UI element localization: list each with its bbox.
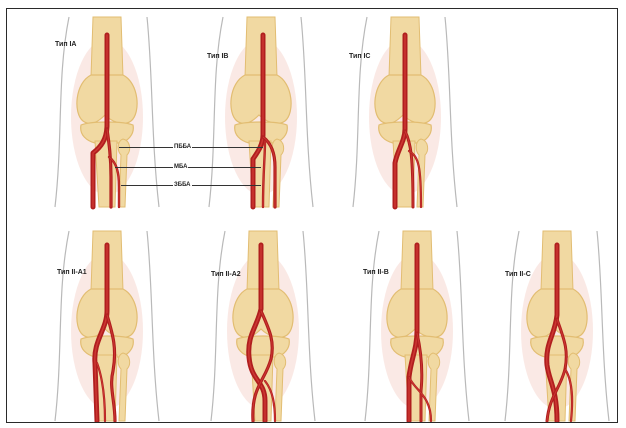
knee-illustration-iib [357,231,477,421]
panel-type-ib: Тип IB [201,17,321,207]
knee-illustration-iic [497,231,617,421]
knee-illustration-ic [345,17,465,207]
panel-label-ia: Тип IA [55,41,77,48]
knee-illustration-iia1 [47,231,167,421]
limb-outline-right [445,17,457,207]
panel-label-iia1: Тип II-A1 [57,269,87,276]
knee-illustration-iia2 [203,231,323,421]
limb-outline-left [55,231,69,421]
limb-outline-left [209,17,223,207]
panel-label-iic: Тип II-C [505,271,531,278]
limb-outline-right [597,231,609,421]
panel-type-ia: Тип IA [47,17,167,207]
limb-outline-left [505,231,519,421]
panel-label-ic: Тип IC [349,53,371,60]
limb-outline-left [211,231,225,421]
panel-type-ic: Тип IC [345,17,465,207]
limb-outline-right [147,231,159,421]
panel-type-iib: Тип II-B [357,231,477,421]
panel-type-iia1: Тип II-A1 [47,231,167,421]
panel-label-iib: Тип II-B [363,269,389,276]
limb-outline-right [457,231,469,421]
annotation-label-middle: МБА [173,163,188,171]
panel-type-iic: Тип II-C [497,231,617,421]
annotation-label-bottom: ЗББА [173,181,192,189]
limb-outline-left [365,231,379,421]
panel-label-ib: Тип IB [207,53,229,60]
panel-label-iia2: Тип II-A2 [211,271,241,278]
limb-outline-right [303,231,315,421]
limb-outline-left [353,17,367,207]
knee-illustration-ib [201,17,321,207]
annotation-label-top: ПББА [173,143,192,151]
limb-outline-right [147,17,159,207]
figure-frame: Тип IA Тип IB Тип IC Тип II-A1 Тип II-A2… [6,8,618,423]
limb-outline-right [301,17,313,207]
panel-type-iia2: Тип II-A2 [203,231,323,421]
